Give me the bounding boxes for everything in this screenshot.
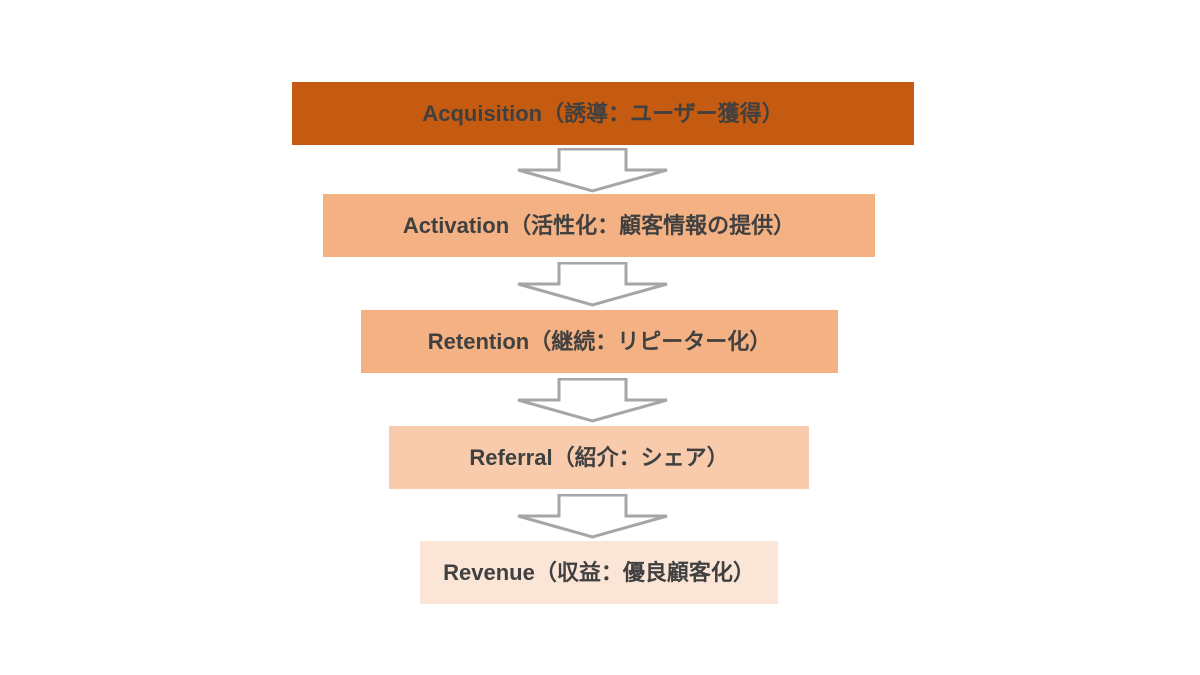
funnel-stage-revenue: Revenue（収益：優良顧客化） (420, 541, 778, 604)
stage-label: Acquisition（誘導：ユーザー獲得） (422, 100, 784, 126)
funnel-stage-retention: Retention（継続：リピーター化） (361, 310, 838, 373)
funnel-stage-activation: Activation（活性化：顧客情報の提供） (323, 194, 875, 257)
stage-label: Revenue（収益：優良顧客化） (443, 559, 755, 585)
down-arrow-icon (517, 262, 668, 307)
funnel-stage-acquisition: Acquisition（誘導：ユーザー獲得） (292, 82, 914, 145)
stage-label: Activation（活性化：顧客情報の提供） (402, 212, 796, 238)
down-arrow-icon (517, 494, 668, 539)
down-arrow-icon (517, 378, 668, 423)
funnel-stage-referral: Referral（紹介：シェア） (389, 426, 809, 489)
stage-label: Referral（紹介：シェア） (469, 444, 729, 470)
stage-label: Retention（継続：リピーター化） (427, 328, 772, 354)
down-arrow-icon (517, 148, 668, 193)
